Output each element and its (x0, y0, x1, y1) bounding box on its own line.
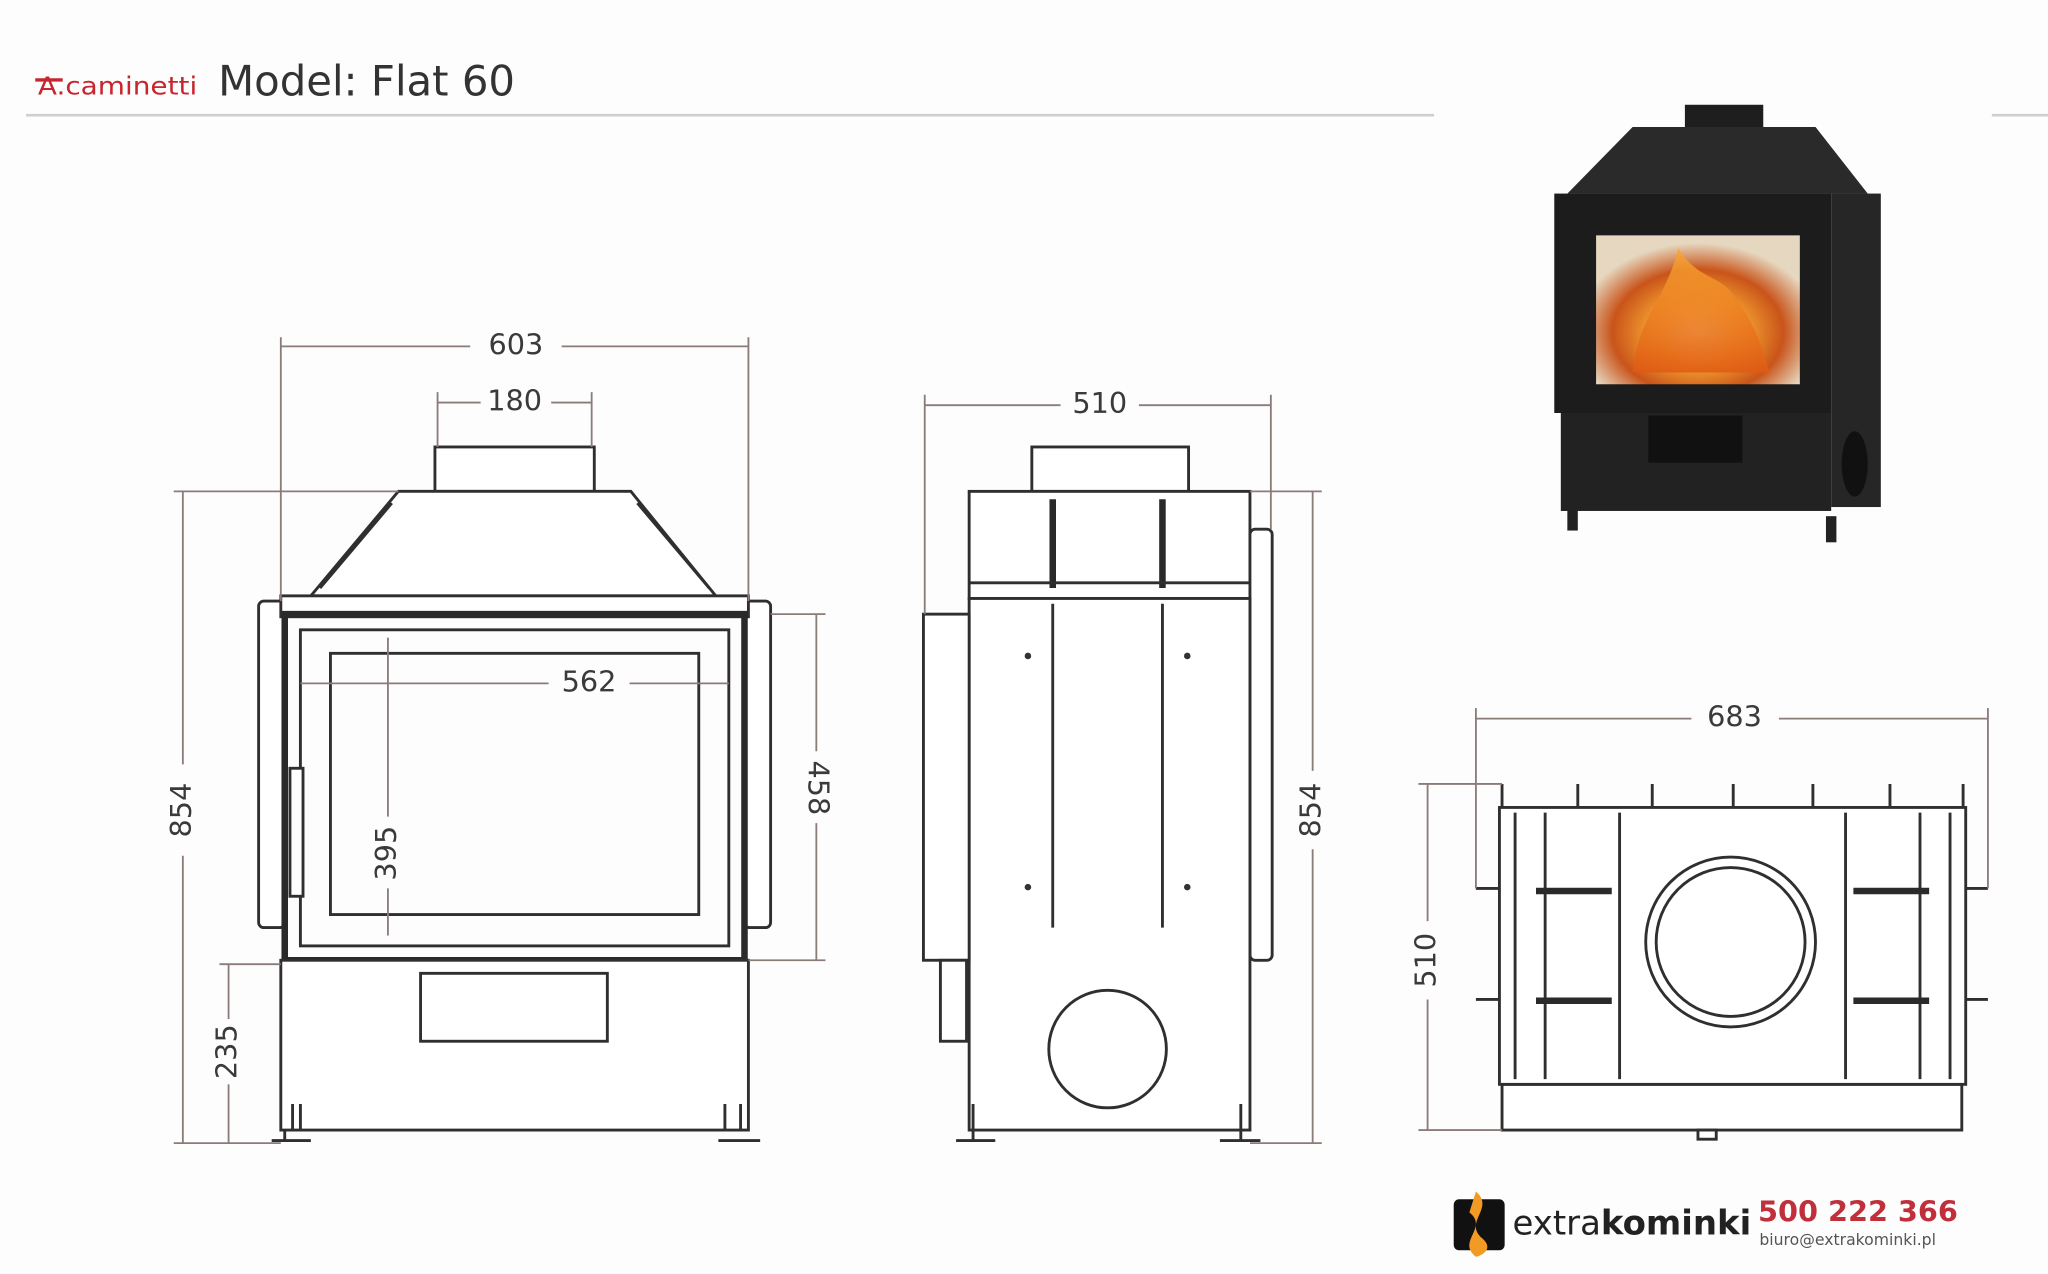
product-photo (1554, 104, 1881, 543)
top-view (1475, 783, 1988, 1141)
extrakominki-logo (1453, 1191, 1505, 1257)
footer-email: biuro@extrakominki.pl (1759, 1230, 1936, 1249)
svg-text:extrakominki: extrakominki (1512, 1204, 1751, 1244)
dim-flue: 180 (487, 384, 542, 418)
dim-top-width: 683 (1707, 700, 1762, 734)
footer: extrakominki 500 222 366 biuro@extrakomi… (1453, 1191, 1958, 1257)
dim-glass-width: 562 (562, 664, 617, 698)
dim-depth: 510 (1072, 386, 1127, 420)
dim-glass-height: 395 (369, 826, 403, 881)
dim-door-height: 458 (801, 760, 835, 815)
footer-brand-light: extra (1512, 1204, 1600, 1244)
side-dimensions: 510 854 (923, 386, 1328, 1145)
dim-side-height: 854 (1294, 783, 1328, 838)
dim-base-height: 235 (210, 1024, 244, 1079)
front-view (257, 445, 773, 1142)
footer-phone: 500 222 366 (1758, 1194, 1958, 1228)
dim-width: 603 (489, 327, 544, 361)
dim-height: 854 (164, 783, 198, 838)
front-dimensions: 603 180 854 235 562 395 458 (164, 327, 835, 1145)
top-dimensions: 683 510 (1409, 700, 1989, 1131)
dim-top-depth: 510 (1409, 933, 1443, 988)
header: A.caminetti Model: Flat 60 (26, 57, 2048, 117)
page-title: Model: Flat 60 (218, 57, 515, 106)
side-view (921, 445, 1274, 1142)
footer-brand-bold: kominki (1601, 1204, 1751, 1244)
caminetti-logo: A.caminetti (35, 71, 197, 100)
brand-logo-text: A.caminetti (38, 71, 197, 100)
